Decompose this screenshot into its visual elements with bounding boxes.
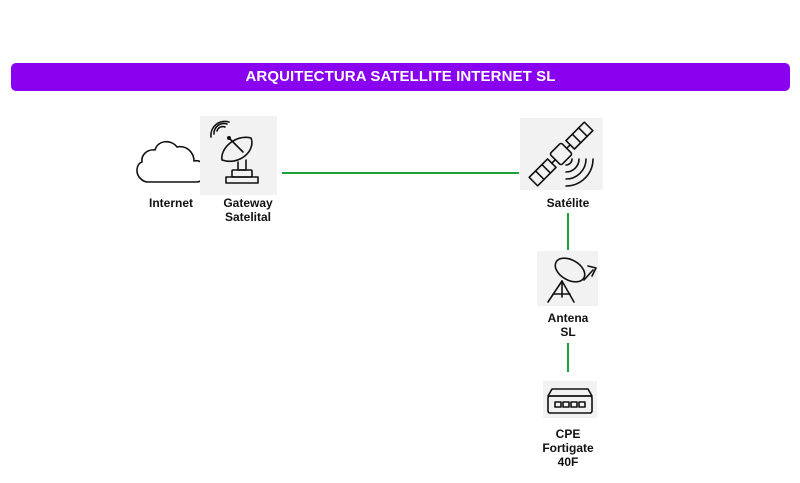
satellite-label: Satélite xyxy=(546,196,590,210)
internet-label: Internet xyxy=(148,196,193,210)
diagram-title: ARQUITECTURA SATELLITE INTERNET SL xyxy=(245,68,556,85)
satellite-icon xyxy=(520,118,603,190)
antenna-label: Antena SL xyxy=(547,311,589,339)
cloud-icon xyxy=(136,140,208,183)
title-bar: ARQUITECTURA SATELLITE INTERNET SL xyxy=(11,63,790,91)
router-icon xyxy=(543,381,597,418)
satellite-dish-gateway-icon xyxy=(200,116,277,195)
cpe-label: CPE Fortigate 40F xyxy=(542,427,594,469)
gateway-label: Gateway Satelital xyxy=(223,196,273,224)
satellite-antenna-icon xyxy=(537,251,598,306)
